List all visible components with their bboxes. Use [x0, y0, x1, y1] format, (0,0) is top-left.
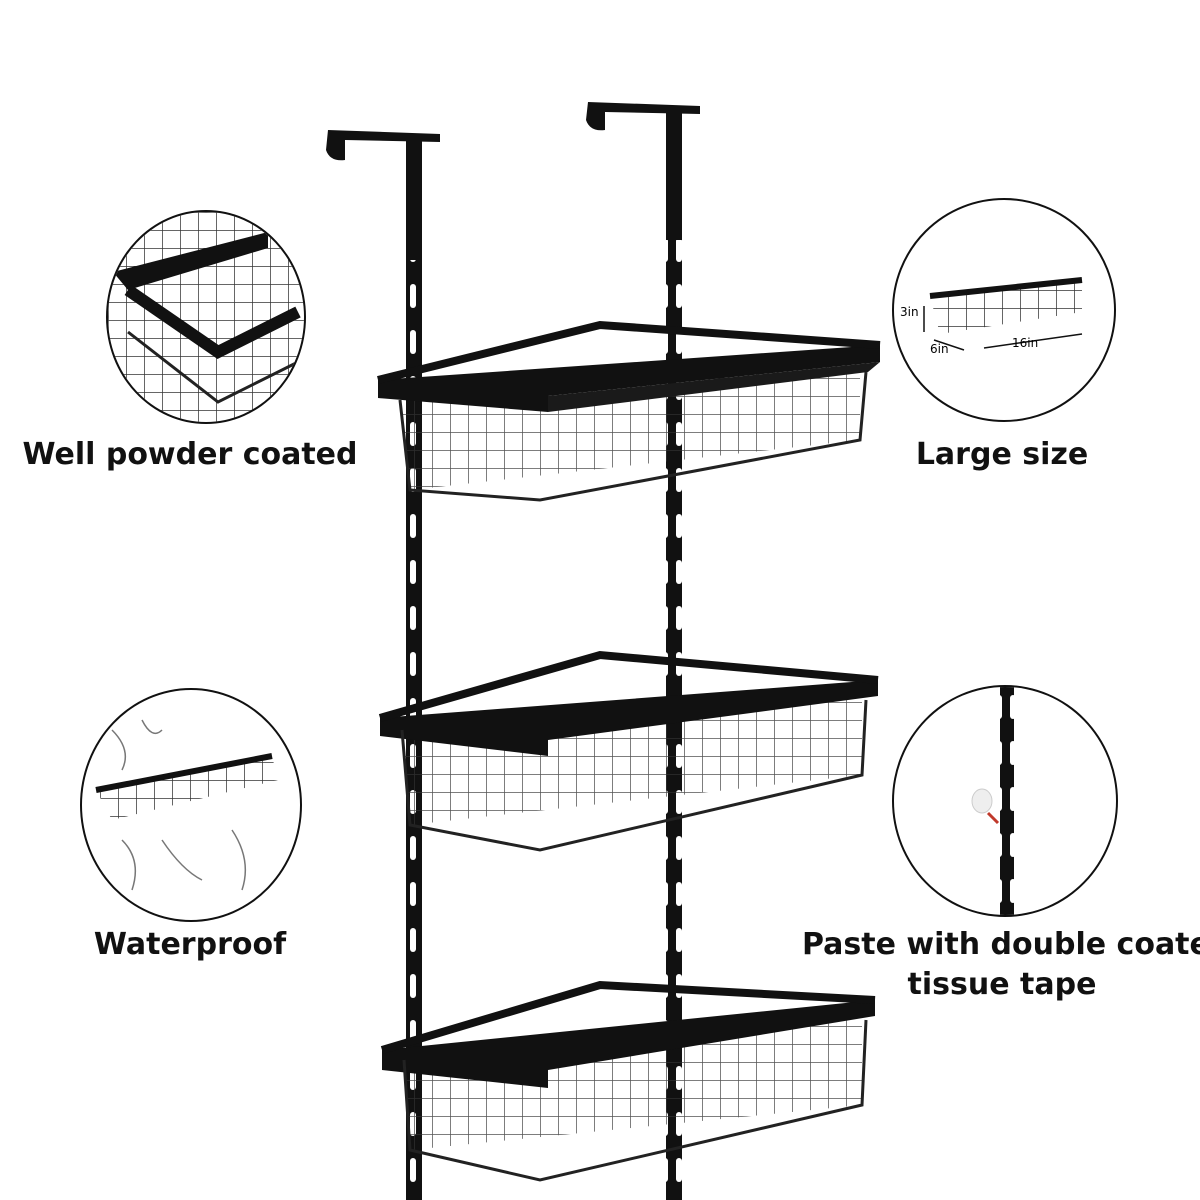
- feature-coated-label: Well powder coated: [22, 437, 358, 472]
- feature-tape-label-line1: Paste with double coated: [802, 927, 1200, 962]
- feature-waterproof-circle: [80, 688, 302, 922]
- dim-height-label: 3in: [900, 305, 919, 319]
- basket-closeup-icon: [108, 212, 304, 422]
- basket-bottom: [380, 980, 876, 1182]
- strap-tape-closeup-icon: [971, 687, 1014, 915]
- door-hook-left: [326, 130, 440, 384]
- basket-middle: [378, 650, 879, 852]
- basket-top: [377, 320, 881, 502]
- basket-water-splash-icon: [95, 719, 278, 891]
- feature-size-circle: 3in 6in 16in: [892, 198, 1116, 422]
- feature-tape-label-line2: tissue tape: [907, 967, 1097, 1002]
- feature-waterproof-label: Waterproof: [93, 927, 287, 962]
- feature-tape-circle: [892, 685, 1118, 917]
- feature-coated-circle: [106, 210, 306, 424]
- door-hook-right: [586, 102, 700, 356]
- feature-size-label: Large size: [915, 437, 1089, 472]
- dim-width-label: 16in: [1012, 336, 1039, 350]
- basket-dimensions-icon: [923, 277, 1083, 351]
- dim-depth-label: 6in: [930, 342, 949, 356]
